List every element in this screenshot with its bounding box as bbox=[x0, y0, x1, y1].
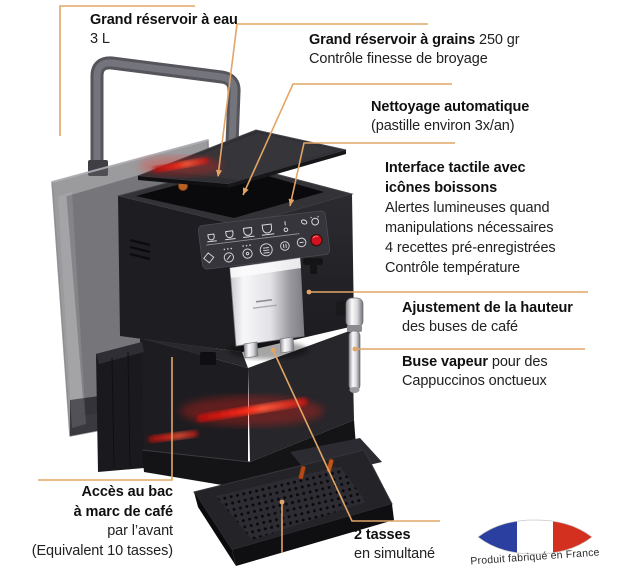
label-cleaning: Nettoyage automatique (pastille environ … bbox=[371, 98, 529, 136]
callout-tips bbox=[216, 169, 358, 505]
espresso-cup-icon bbox=[207, 233, 217, 243]
interface-title-2: icônes boissons bbox=[385, 180, 498, 196]
label-interface: Interface tactile avec icônes boissons A… bbox=[385, 158, 556, 278]
callout-line-grounds-bin bbox=[38, 357, 173, 481]
control-panel bbox=[197, 210, 331, 270]
water-tank-title: Grand réservoir à eau bbox=[90, 12, 238, 28]
callout-line-bean-hopper bbox=[217, 23, 428, 177]
callout-line-two-cups bbox=[272, 349, 440, 522]
steam-wand bbox=[336, 297, 364, 393]
callout-line-cleaning bbox=[242, 83, 452, 196]
label-grounds-bin: Accès au bac à marc de café par l’avant … bbox=[0, 483, 173, 561]
interface-line-alerts: Alertes lumineuses quand bbox=[385, 200, 550, 216]
base-red-glow bbox=[148, 396, 324, 443]
spout-nozzle-left bbox=[243, 341, 259, 359]
bean-icon bbox=[300, 219, 308, 225]
base-front-right-face bbox=[248, 330, 354, 462]
long-coffee-icon bbox=[242, 226, 255, 239]
bean-hopper-title: Grand réservoir à grains bbox=[309, 32, 476, 48]
two-cups-detail: en simultané bbox=[354, 546, 436, 562]
lid-red-glow bbox=[139, 156, 223, 176]
plinth bbox=[142, 420, 356, 490]
label-spout-height: Ajustement de la hauteur des buses de ca… bbox=[402, 299, 573, 337]
steam-nozzle-suffix: pour des bbox=[491, 354, 548, 370]
machine-body bbox=[96, 163, 394, 566]
label-two-cups: 2 tasses en simultané bbox=[354, 526, 435, 564]
tray-indicator-left bbox=[298, 465, 306, 480]
buttons-row bbox=[203, 237, 307, 264]
callout-lines bbox=[38, 5, 588, 553]
steam-nozzle-detail: Cappuccinos onctueux bbox=[402, 373, 547, 389]
rinse-button bbox=[242, 248, 253, 259]
dots-marks bbox=[223, 244, 251, 251]
interface-line-recipes: 4 recettes pré-enregistrées bbox=[385, 240, 556, 256]
drink-icons-row bbox=[207, 215, 320, 243]
label-steam-nozzle: Buse vapeur pour des Cappuccinos onctueu… bbox=[402, 353, 548, 391]
label-water-tank: Grand réservoir à eau 3 L bbox=[90, 11, 238, 49]
steam-knob bbox=[303, 258, 323, 274]
grounds-bin-title-1: Accès au bac bbox=[81, 484, 174, 500]
maintenance-button bbox=[223, 252, 234, 263]
bean-hopper-opening bbox=[136, 168, 324, 218]
steam-nozzle-title: Buse vapeur bbox=[402, 354, 488, 370]
interface-line-temperature: Contrôle température bbox=[385, 260, 521, 276]
interface-line-manipulations: manipulations nécessaires bbox=[385, 220, 554, 236]
interface-title-1: Interface tactile avec bbox=[385, 160, 526, 176]
steam-drop-icon bbox=[283, 221, 289, 233]
base-front-left-face bbox=[140, 338, 248, 462]
top-lid bbox=[137, 129, 347, 188]
coffee-cup-icon bbox=[225, 230, 236, 241]
callout-line-water-tank bbox=[59, 5, 195, 136]
spout-height-detail: des buses de café bbox=[402, 319, 518, 335]
menu-button bbox=[259, 243, 273, 257]
two-cups-title: 2 tasses bbox=[354, 527, 411, 543]
clean-diamond-button bbox=[203, 252, 215, 264]
grounds-bin-front bbox=[96, 342, 144, 472]
cleaning-title: Nettoyage automatique bbox=[371, 99, 530, 115]
grounds-bin-front-access: par l’avant bbox=[107, 523, 173, 539]
drip-tray bbox=[193, 438, 394, 566]
cleaning-detail: (pastille environ 3x/an) bbox=[371, 118, 515, 134]
side-vents bbox=[129, 238, 151, 261]
callout-line-interface bbox=[289, 142, 455, 207]
pause-button bbox=[280, 241, 290, 251]
grounds-bin-title-2: à marc de café bbox=[73, 503, 173, 520]
grounds-bin-equivalent: (Equivalent 10 tasses) bbox=[31, 542, 173, 559]
bean-hopper-grind: Contrôle finesse de broyage bbox=[309, 51, 488, 67]
bean-hopper-weight: 250 gr bbox=[478, 32, 520, 48]
water-tank-capacity: 3 L bbox=[90, 31, 110, 47]
mug-icon bbox=[261, 223, 275, 236]
label-bean-hopper: Grand réservoir à grains 250 gr Contrôle… bbox=[309, 31, 520, 69]
two-cup-button bbox=[296, 237, 307, 248]
coffee-spout bbox=[200, 257, 323, 365]
spout-nozzle-right bbox=[279, 336, 295, 354]
spout-height-title: Ajustement de la hauteur bbox=[402, 300, 573, 316]
alarm-icon bbox=[310, 215, 320, 226]
